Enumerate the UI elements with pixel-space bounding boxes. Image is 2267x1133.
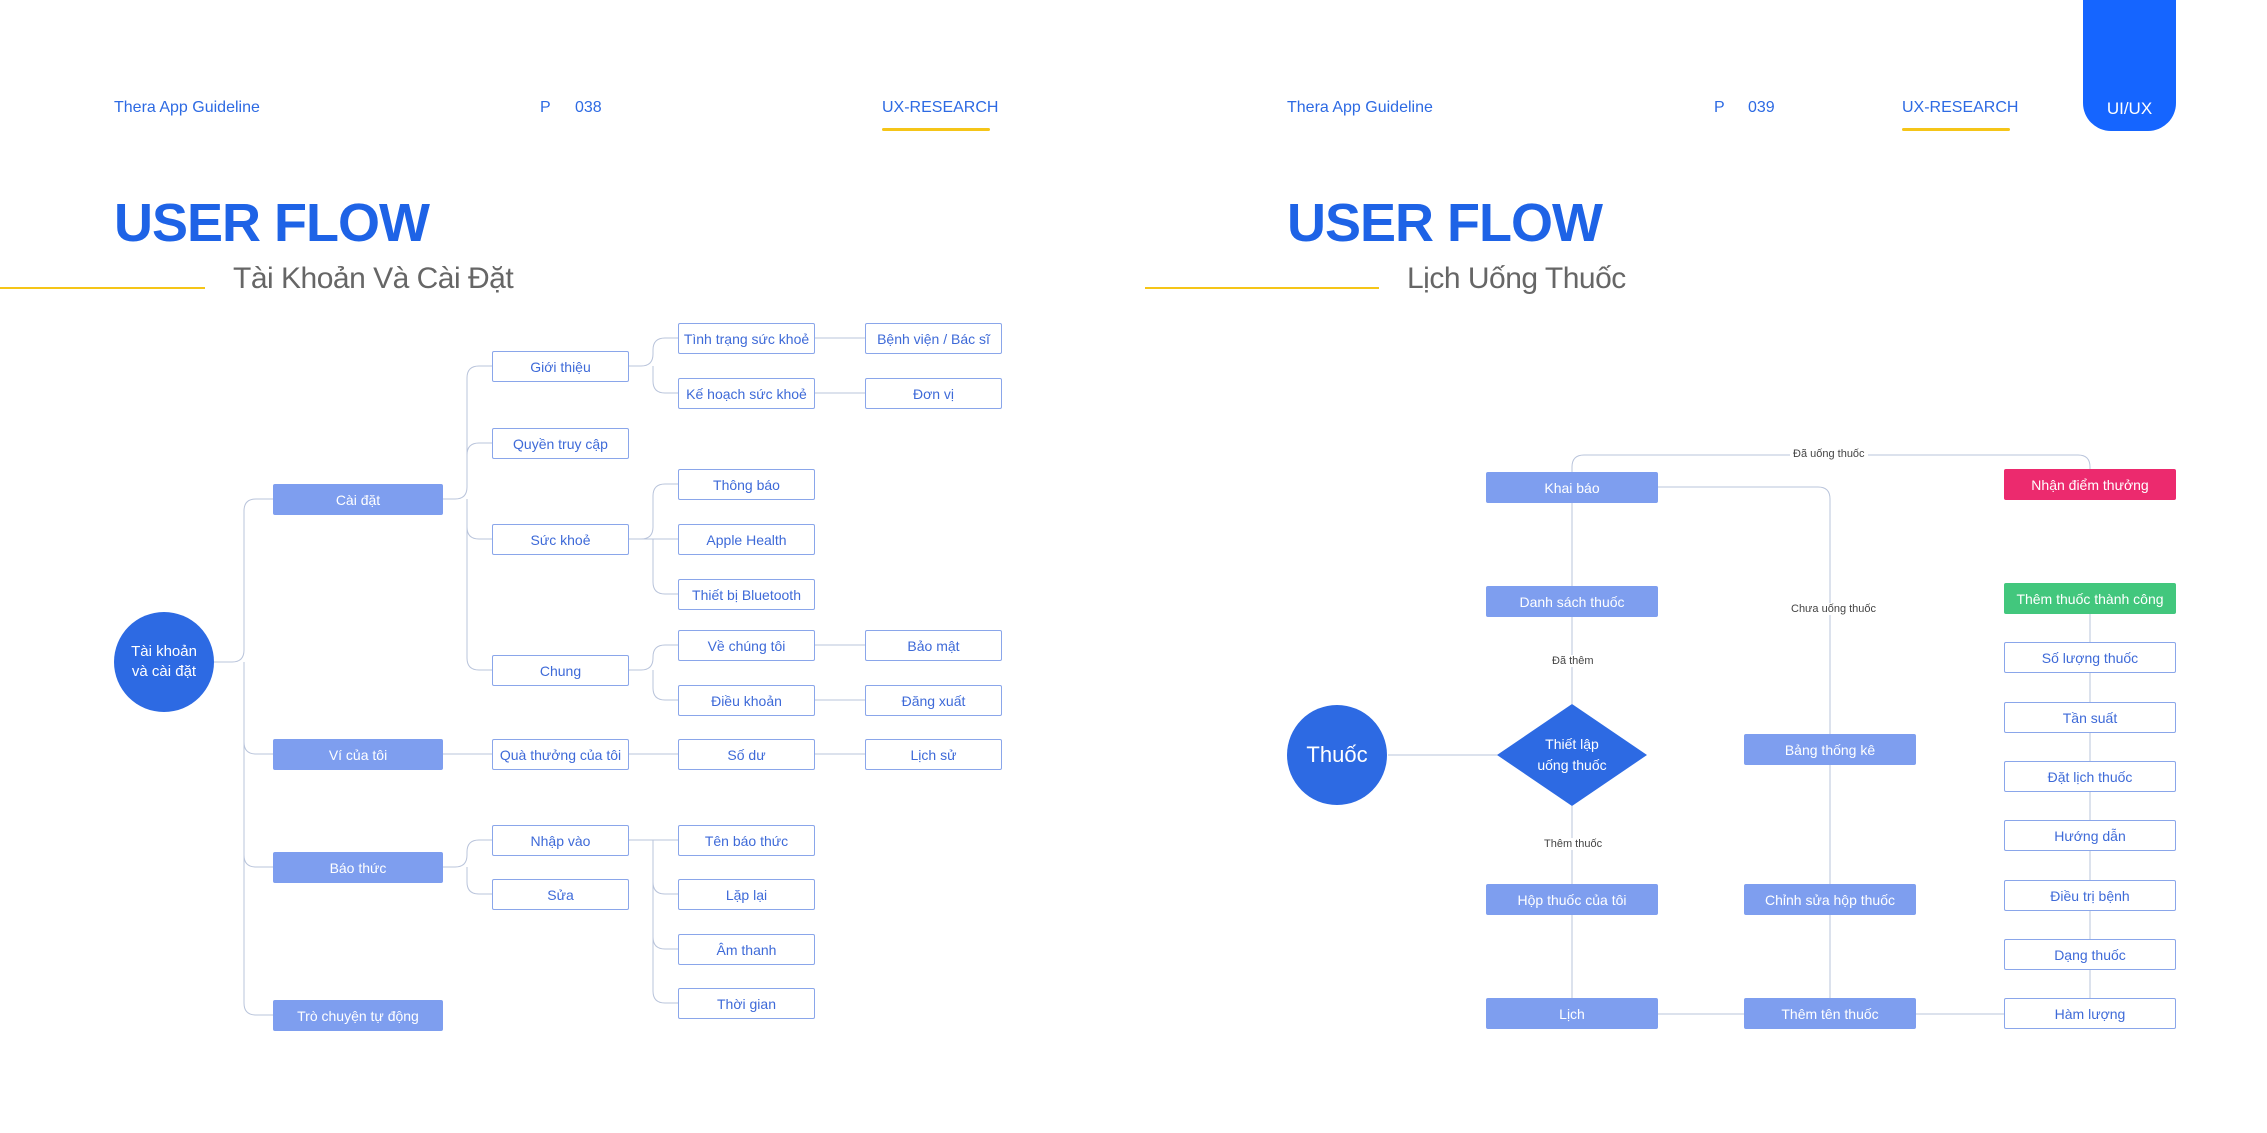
node-tan-suat[interactable]: Tần suất — [2004, 702, 2176, 733]
node-cai-dat[interactable]: Cài đặt — [273, 484, 443, 515]
right-tab-underline — [1902, 128, 2010, 131]
node-bao-mat[interactable]: Bảo mật — [865, 630, 1002, 661]
node-lich[interactable]: Lịch — [1486, 998, 1658, 1029]
right-subtitle-rule — [1145, 287, 1379, 289]
node-thoi-gian[interactable]: Thời gian — [678, 988, 815, 1019]
node-dieu-tri-benh[interactable]: Điều trị bệnh — [2004, 880, 2176, 911]
decision-line-2: uống thuốc — [1537, 757, 1607, 773]
node-so-luong-thuoc[interactable]: Số lượng thuốc — [2004, 642, 2176, 673]
node-them-ten-thuoc[interactable]: Thêm tên thuốc — [1744, 998, 1916, 1029]
node-chinh-sua-hop-thuoc[interactable]: Chỉnh sửa hộp thuốc — [1744, 884, 1916, 915]
node-hop-thuoc-cua-toi[interactable]: Hộp thuốc của tôi — [1486, 884, 1658, 915]
right-page-number: 039 — [1748, 99, 1775, 116]
node-nhan-diem-thuong[interactable]: Nhận điểm thưởng — [2004, 469, 2176, 500]
node-them-thuoc-thanh-cong[interactable]: Thêm thuốc thành công — [2004, 583, 2176, 614]
right-tab-ux-research[interactable]: UX-RESEARCH — [1902, 99, 2019, 116]
node-benh-vien-bac-si[interactable]: Bệnh viện / Bác sĩ — [865, 323, 1002, 354]
edge-label-da-them: Đã thêm — [1549, 655, 1597, 667]
node-ten-bao-thuc[interactable]: Tên báo thức — [678, 825, 815, 856]
node-so-du[interactable]: Số dư — [678, 739, 815, 770]
left-root-line-2: và cài đặt — [131, 663, 197, 680]
node-thong-bao[interactable]: Thông báo — [678, 469, 815, 500]
left-root-line-1: Tài khoản — [131, 643, 197, 660]
node-qua-thuong-cua-toi[interactable]: Quà thưởng của tôi — [492, 739, 629, 770]
node-dang-thuoc[interactable]: Dạng thuốc — [2004, 939, 2176, 970]
right-root-thuoc[interactable]: Thuốc — [1287, 705, 1387, 805]
decision-label: Thiết lập uống thuốc — [1497, 704, 1647, 806]
node-ve-chung-toi[interactable]: Về chúng tôi — [678, 630, 815, 661]
left-brand: Thera App Guideline — [114, 99, 260, 116]
left-subtitle-rule — [0, 287, 205, 289]
node-lap-lai[interactable]: Lặp lại — [678, 879, 815, 910]
node-huong-dan[interactable]: Hướng dẫn — [2004, 820, 2176, 851]
right-page-prefix: P — [1714, 99, 1725, 116]
node-ke-hoach-suc-khoe[interactable]: Kế hoạch sức khoẻ — [678, 378, 815, 409]
left-page-prefix: P — [540, 99, 551, 116]
edge-label-chua-uong-thuoc: Chưa uống thuốc — [1788, 603, 1880, 615]
right-page-title: USER FLOW — [1287, 193, 1603, 253]
node-dang-xuat[interactable]: Đăng xuất — [865, 685, 1002, 716]
node-don-vi[interactable]: Đơn vị — [865, 378, 1002, 409]
node-sua[interactable]: Sửa — [492, 879, 629, 910]
right-page-subtitle: Lịch Uống Thuốc — [1407, 262, 1626, 295]
node-khai-bao[interactable]: Khai báo — [1486, 472, 1658, 503]
node-lich-su[interactable]: Lịch sử — [865, 739, 1002, 770]
left-tab-underline — [882, 128, 990, 131]
right-brand: Thera App Guideline — [1287, 99, 1433, 116]
node-quyen-truy-cap[interactable]: Quyền truy cập — [492, 428, 629, 459]
node-apple-health[interactable]: Apple Health — [678, 524, 815, 555]
tab-ui-ux-active[interactable]: UI/UX — [2083, 0, 2176, 131]
left-page-subtitle: Tài Khoản Và Cài Đặt — [233, 262, 514, 295]
node-dieu-khoan[interactable]: Điều khoản — [678, 685, 815, 716]
left-connectors — [214, 337, 865, 1016]
decision-line-1: Thiết lập — [1545, 736, 1599, 752]
node-dat-lich-thuoc[interactable]: Đặt lịch thuốc — [2004, 761, 2176, 792]
node-am-thanh[interactable]: Âm thanh — [678, 934, 815, 965]
node-bao-thuc[interactable]: Báo thức — [273, 852, 443, 883]
node-tro-chuyen-tu-dong[interactable]: Trò chuyện tự động — [273, 1000, 443, 1031]
node-danh-sach-thuoc[interactable]: Danh sách thuốc — [1486, 586, 1658, 617]
edge-label-them-thuoc: Thêm thuốc — [1541, 838, 1606, 850]
node-nhap-vao[interactable]: Nhập vào — [492, 825, 629, 856]
node-suc-khoe[interactable]: Sức khoẻ — [492, 524, 629, 555]
left-page-number: 038 — [575, 99, 602, 116]
node-tinh-trang-suc-khoe[interactable]: Tình trạng sức khoẻ — [678, 323, 815, 354]
left-tab-ux-research[interactable]: UX-RESEARCH — [882, 99, 999, 116]
edge-label-da-uong-thuoc: Đã uống thuốc — [1790, 448, 1868, 460]
decision-diamond-shape — [1497, 704, 1647, 806]
node-thiet-bi-bluetooth[interactable]: Thiết bị Bluetooth — [678, 579, 815, 610]
node-gioi-thieu[interactable]: Giới thiệu — [492, 351, 629, 382]
left-page-title: USER FLOW — [114, 193, 430, 253]
node-ham-luong[interactable]: Hàm lượng — [2004, 998, 2176, 1029]
node-bang-thong-ke[interactable]: Bảng thống kê — [1744, 734, 1916, 765]
node-vi-cua-toi[interactable]: Ví của tôi — [273, 739, 443, 770]
left-root-node[interactable]: Tài khoản và cài đặt — [114, 612, 214, 712]
node-chung[interactable]: Chung — [492, 655, 629, 686]
decision-thiet-lap-uong-thuoc[interactable]: Thiết lập uống thuốc — [1497, 704, 1647, 806]
